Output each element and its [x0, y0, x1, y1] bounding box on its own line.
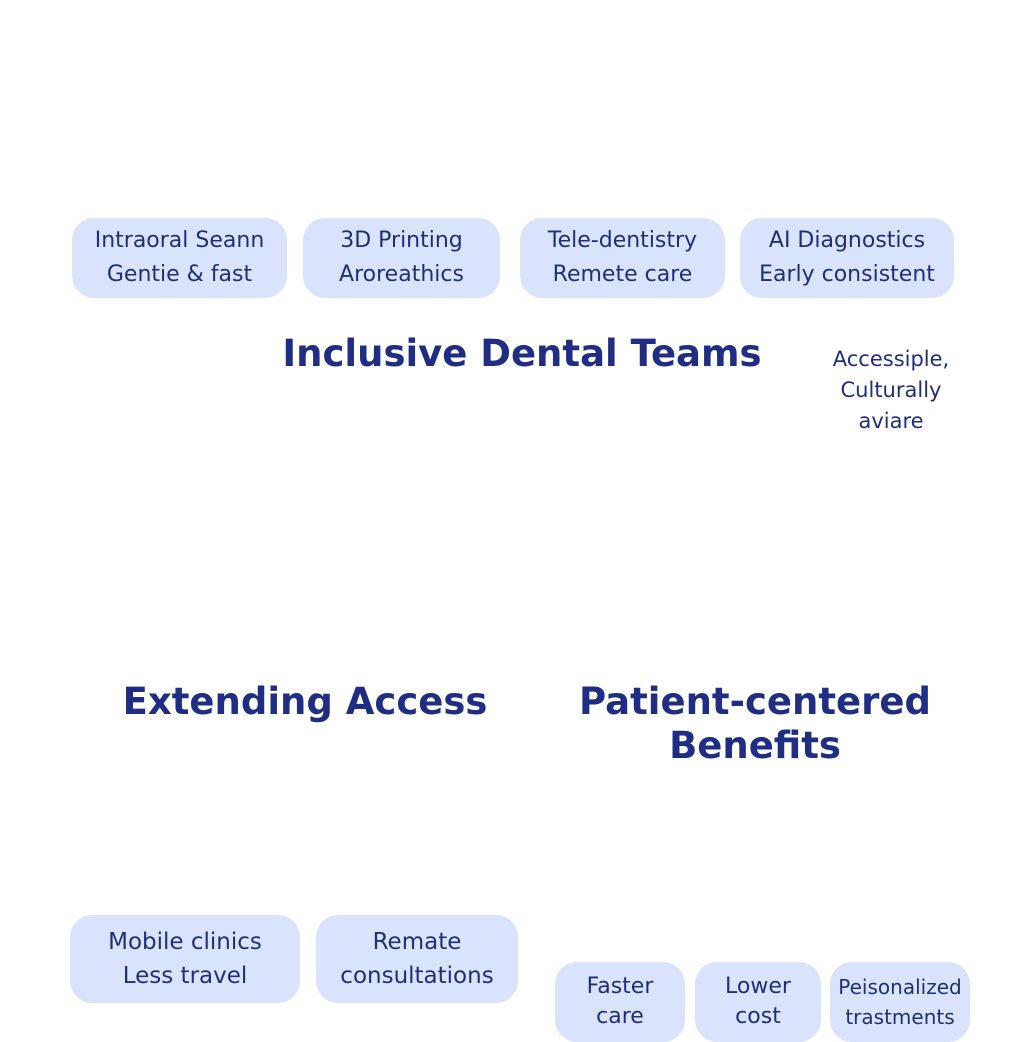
benefits-heading-line: Benefits — [669, 724, 841, 767]
access-card-line: Mobile clinics — [108, 929, 262, 955]
benefit-card-personalized-treatments: Peisonalized trastments — [830, 962, 970, 1042]
tech-card-ai-diagnostics: AI Diagnostics Early consistent — [740, 218, 954, 298]
benefits-heading: Patient-centered Benefits — [560, 680, 950, 768]
tech-card-subtitle: Remete care — [552, 262, 693, 287]
team-member-3 — [413, 396, 555, 647]
speech-bubble-line: Culturally — [840, 378, 942, 402]
access-card-line: Remate — [372, 929, 462, 955]
benefit-card-line: cost — [735, 1004, 781, 1029]
tech-card-tele-dentistry: Tele-dentistry Remete care — [520, 218, 725, 298]
benefit-card-line: Faster — [586, 974, 654, 999]
tech-card-subtitle: Early consistent — [759, 262, 935, 287]
team-member-5 — [700, 395, 890, 647]
tech-card-intraoral-scan: Intraoral Seann Gentie & fast — [72, 218, 287, 298]
patient-2 — [698, 786, 824, 957]
benefit-card-faster-care: Faster care — [555, 962, 685, 1042]
speech-bubble-line: aviare — [858, 409, 924, 433]
patient-3 — [830, 767, 954, 957]
benefit-card-lower-cost: Lower cost — [695, 962, 821, 1042]
patient-1 — [554, 775, 678, 957]
tech-card-title: Intraoral Seann — [94, 228, 265, 253]
tech-card-title: Tele-dentistry — [547, 228, 698, 253]
speech-bubble-line: Accessiple, — [832, 347, 950, 371]
tech-card-title: 3D Printing — [340, 228, 463, 253]
benefit-card-line: trastments — [845, 1005, 955, 1029]
tech-card-subtitle: Gentie & fast — [106, 262, 253, 287]
teams-heading: Inclusive Dental Teams — [282, 332, 762, 375]
benefit-card-line: Lower — [725, 974, 791, 999]
team-member-1 — [80, 357, 251, 647]
access-card-line: Less travel — [122, 963, 248, 989]
team-member-2 — [260, 389, 408, 647]
benefits-heading-line: Patient-centered — [579, 680, 931, 723]
access-card-remote-consultations: Remate consultations — [316, 915, 518, 1003]
access-heading: Extending Access — [122, 680, 488, 723]
tech-card-title: AI Diagnostics — [768, 228, 926, 253]
tech-card-subtitle: Aroreathics — [339, 262, 464, 287]
access-card-mobile-clinics: Mobile clinics Less travel — [70, 915, 300, 1003]
team-member-4 — [564, 411, 702, 647]
access-card-line: consultations — [340, 963, 494, 989]
benefit-card-line: care — [596, 1004, 644, 1029]
speech-bubble-text: Accessiple, Culturally aviare — [814, 344, 968, 437]
tech-card-3d-printing: 3D Printing Aroreathics — [303, 218, 500, 298]
benefit-card-line: Peisonalized — [838, 975, 962, 999]
